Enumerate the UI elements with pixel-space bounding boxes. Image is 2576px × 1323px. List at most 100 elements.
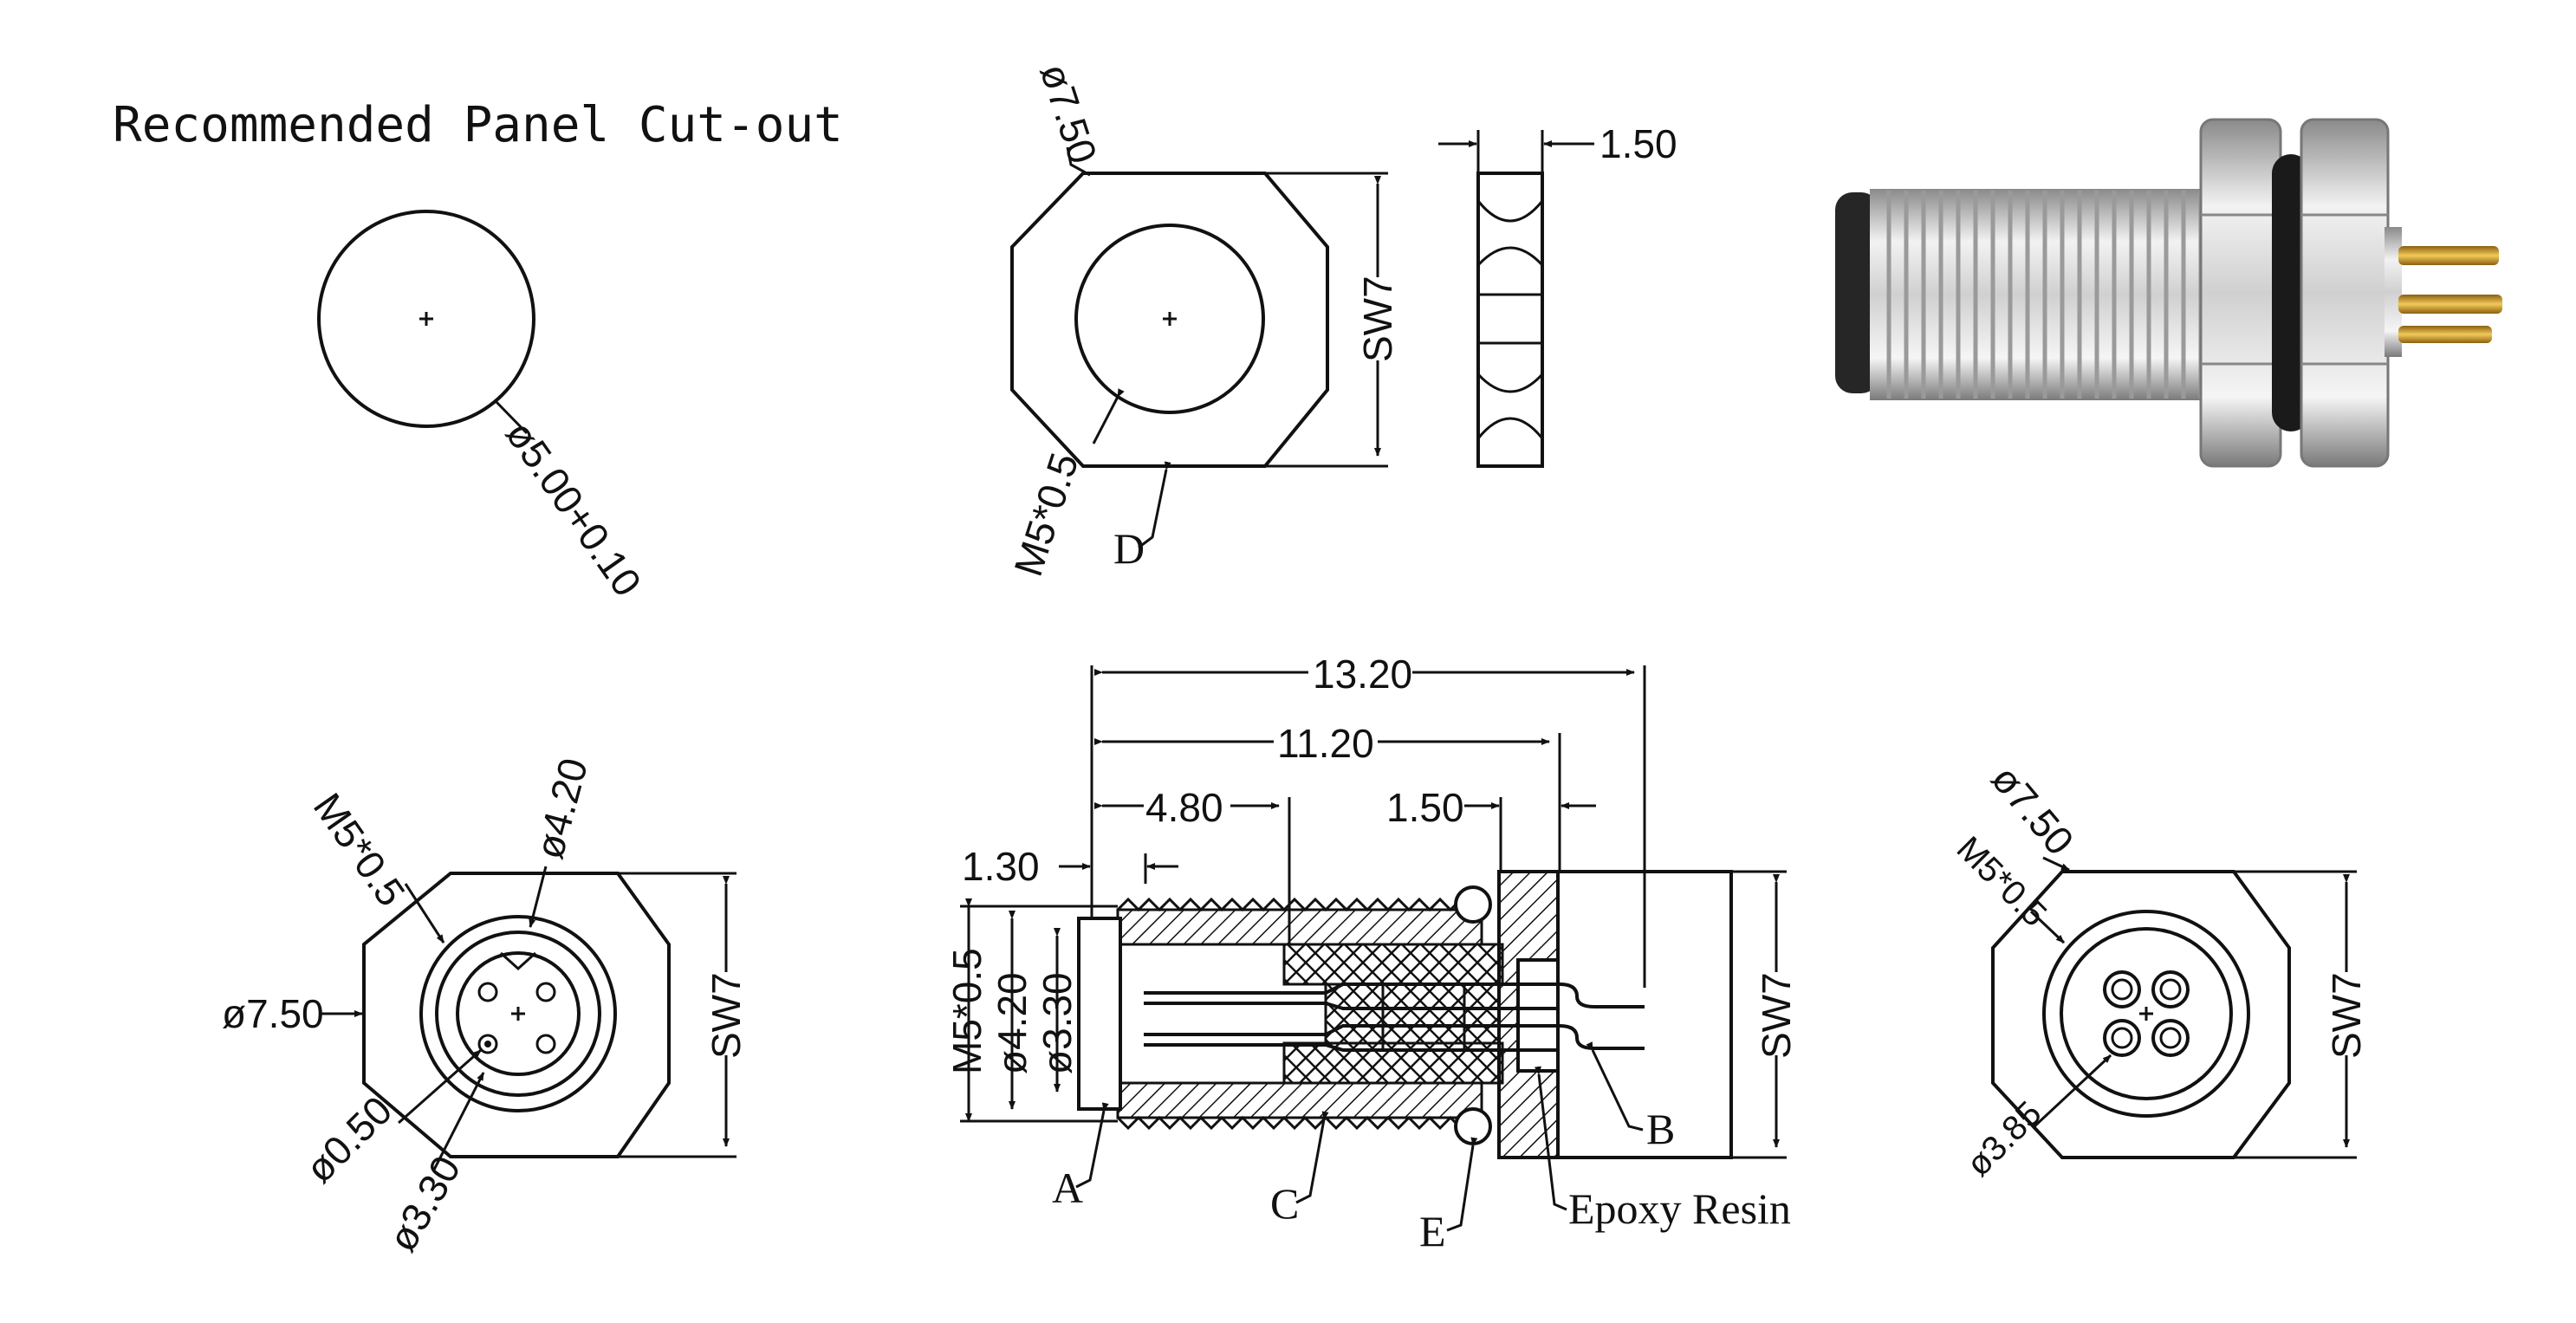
cutout-diameter-label: ø5.00+0.10	[497, 412, 651, 605]
photo-front-nut	[2199, 118, 2282, 468]
section-330-label: ø3.30	[1035, 972, 1080, 1074]
rear-pin-2-inner	[2159, 978, 2182, 1001]
section-flange-window	[1516, 958, 1560, 1073]
section-thread-teeth-bottom	[1116, 1115, 1483, 1131]
section-insulator-mid	[1324, 983, 1501, 1045]
photo-thread-lines	[1886, 191, 2203, 399]
nut-sw-label-gap	[1362, 277, 1393, 360]
front-sw-label: SW7	[704, 972, 749, 1059]
nut-thread-circle	[1074, 224, 1265, 414]
rear-outer-circle	[2042, 910, 2250, 1118]
section-o-ring-top	[1454, 885, 1492, 924]
front-sw-label-gap	[711, 972, 742, 1055]
rear-thread-leader	[2029, 910, 2066, 944]
front-thread-leader	[404, 883, 445, 944]
section-thread-teeth-top	[1116, 897, 1483, 912]
panel-cutout-title: Recommended Panel Cut-out	[113, 97, 843, 153]
front-contact-1	[477, 982, 498, 1002]
front-contact-2	[535, 982, 556, 1002]
nut-outer-dia-label: ø7.50	[1031, 58, 1106, 169]
section-1120-label: 11.20	[1277, 721, 1374, 766]
photo-rear-body	[2385, 227, 2402, 357]
center-mark	[1163, 312, 1177, 326]
section-420-label: ø4.20	[990, 972, 1035, 1074]
nut-thread-label: M5*0.5	[1005, 447, 1087, 581]
rear-view-right: SW7 ø7.50 M5*0.5 ø3.85	[1950, 756, 2369, 1184]
front-contact-dot	[484, 1041, 491, 1047]
rear-sw-label: SW7	[2324, 972, 2369, 1059]
rear-pin-1-inner	[2111, 978, 2133, 1001]
nut-side-facets	[1476, 200, 1544, 439]
front-view-left: SW7 ø7.50 M5*0.5 ø4.20 ø0.50 ø3.30	[222, 753, 749, 1259]
section-epoxy-leader	[1534, 1066, 1567, 1211]
section-sw-label: SW7	[1754, 972, 1799, 1059]
rear-385-leader	[2033, 1054, 2112, 1128]
front-420-leader	[529, 866, 548, 928]
front-thread-label: M5*0.5	[305, 785, 414, 914]
section-front-opening	[1077, 917, 1122, 1111]
rear-pin-4-inner	[2159, 1027, 2182, 1049]
rear-pin-4	[2151, 1019, 2190, 1057]
section-o-ring-bottom	[1454, 1107, 1492, 1145]
section-thread-label: M5*0.5	[944, 948, 990, 1074]
section-b-leader	[1586, 1041, 1644, 1132]
section-e-leader	[1446, 1137, 1478, 1232]
section-thread-top	[1116, 908, 1483, 946]
front-inner-circle	[456, 951, 581, 1076]
rear-pin-2	[2151, 970, 2190, 1008]
front-750-label: ø7.50	[222, 991, 324, 1036]
section-b-label: B	[1646, 1105, 1675, 1153]
section-c-leader	[1295, 1111, 1329, 1204]
section-pin-bottom-lower	[1144, 1043, 1560, 1052]
nut-view: SW7 ø7.50 M5*0.5 D 1.50	[1005, 58, 1677, 581]
rear-pin-1	[2103, 970, 2141, 1008]
section-a-leader	[1075, 1102, 1109, 1189]
front-key-notch	[499, 951, 537, 971]
rear-inner-circle	[2060, 927, 2233, 1100]
front-mid-circle	[435, 931, 601, 1097]
center-mark	[2139, 1007, 2153, 1021]
rear-750-label: ø7.50	[1982, 756, 2082, 864]
photo-pin-3	[2398, 326, 2492, 343]
nut-outer-dia-leader	[1066, 146, 1091, 177]
front-contact-4	[535, 1034, 556, 1054]
nut-d-label: D	[1113, 524, 1145, 573]
front-420-label: ø4.20	[526, 753, 596, 863]
section-view: 13.20 11.20 4.80 1.50 1.30 M5*0.5 ø4.20 …	[944, 648, 1799, 1255]
section-1320-label: 13.20	[1313, 652, 1412, 697]
section-thread-bottom	[1116, 1081, 1483, 1119]
section-150-label: 1.50	[1386, 785, 1464, 830]
panel-cutout-view: Recommended Panel Cut-out ø5.00+0.10	[113, 97, 843, 604]
photo-pin-1	[2398, 246, 2499, 265]
front-contact-3	[477, 1034, 498, 1054]
rear-385-label: ø3.85	[1959, 1094, 2048, 1184]
nut-thread-leader	[1092, 388, 1125, 444]
photo-rubber-cap	[1835, 192, 1878, 393]
product-photo	[1835, 118, 2502, 468]
rear-pin-3	[2103, 1019, 2141, 1057]
section-a-label: A	[1052, 1164, 1083, 1212]
nut-thickness-label: 1.50	[1599, 121, 1677, 166]
nut-side-outline	[1476, 172, 1544, 468]
section-pin-top-lower	[1144, 1002, 1560, 1010]
nut-sw-label: SW7	[1355, 276, 1400, 362]
section-e-label: E	[1419, 1207, 1446, 1255]
section-epoxy-label: Epoxy Resin	[1568, 1184, 1791, 1233]
center-mark	[419, 312, 433, 326]
front-330-label: ø3.30	[380, 1148, 470, 1259]
rear-750-leader	[2042, 856, 2070, 872]
rear-pin-3-inner	[2111, 1027, 2133, 1049]
section-pin-top	[1144, 983, 1645, 1008]
section-insulator-top	[1282, 943, 1504, 986]
section-c-label: C	[1270, 1179, 1299, 1228]
center-mark	[511, 1007, 525, 1021]
front-outer-circle	[419, 915, 617, 1112]
photo-pin-2	[2398, 295, 2502, 314]
nut-d-leader	[1138, 461, 1171, 549]
section-480-label: 4.80	[1145, 785, 1223, 830]
front-330-leader	[431, 1072, 485, 1172]
section-130-label: 1.30	[962, 844, 1040, 889]
photo-rear-nut	[2300, 118, 2390, 468]
nut-side-view: 1.50	[1438, 121, 1677, 468]
